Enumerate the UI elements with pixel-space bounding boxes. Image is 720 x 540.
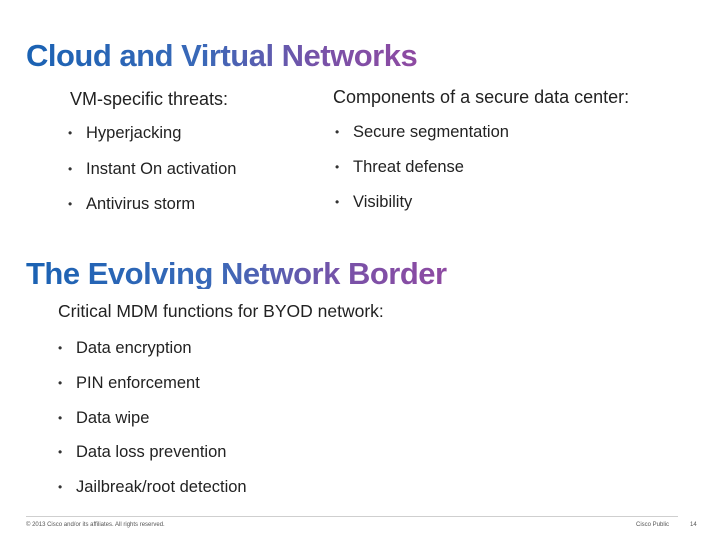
list-item: • Data loss prevention [58,444,247,479]
mdm-functions-list: • Data encryption • PIN enforcement • Data … [58,340,247,514]
list-item: • Threat defense [335,159,509,194]
list-item-text: Secure segmentation [353,123,509,141]
list-item: • Jailbreak/root detection [58,479,247,514]
list-item: • Hyperjacking [68,125,236,161]
secure-datacenter-heading: Components of a secure data center: [333,87,630,107]
bullet-icon: • [58,410,63,425]
slide-title-cloud-virtual-networks: Cloud and Virtual Networks [26,38,418,73]
bullet-icon: • [58,375,63,390]
list-item: • Data wipe [58,408,247,445]
mdm-functions-heading: Critical MDM functions for BYOD network: [58,301,384,321]
list-item: • Antivirus storm [68,196,236,232]
list-item-text: Antivirus storm [86,195,196,213]
footer-divider [26,516,678,517]
list-item-text: PIN enforcement [76,373,200,392]
secure-datacenter-list: • Secure segmentation • Threat defense • Vi… [333,124,509,229]
list-item: • PIN enforcement [58,375,247,410]
vm-threats-heading: VM-specific threats: [70,89,229,109]
footer-copyright: © 2013 Cisco and/or its affiliates. All … [26,522,165,528]
bullet-icon: • [68,197,73,211]
bullet-icon: • [335,195,340,209]
slide-title-evolving-network-border: The Evolving Network Border [26,256,447,291]
list-item-text: Threat defense [353,158,464,176]
secure-datacenter-column: Components of a secure data center: • Sec… [333,87,630,210]
list-item: • Instant On activation [68,159,237,197]
list-item-text: Hyperjacking [86,124,182,142]
bullet-icon: • [335,125,340,139]
bullet-icon: • [58,341,63,355]
footer-classification: Cisco Public [636,522,670,528]
list-item-text: Data loss prevention [76,443,227,462]
list-item-text: Jailbreak/root detection [76,478,247,497]
bullet-icon: • [58,480,63,495]
bullet-icon: • [68,126,73,140]
list-item: • Visibility [335,194,509,229]
bullet-icon: • [58,445,63,460]
mdm-functions-block: Critical MDM functions for BYOD network:… [58,301,384,495]
vm-threats-column: VM-specific threats: • Hyperjacking • Inst… [68,89,236,212]
list-item: • Data encryption [58,340,247,375]
list-item-text: Data encryption [76,339,192,357]
list-item-text: Visibility [353,193,413,211]
bullet-icon: • [68,161,73,176]
vm-threats-list: • Hyperjacking • Instant On activation • An… [68,125,237,232]
page-number: 14 [690,522,697,528]
list-item-text: Instant On activation [86,159,237,178]
list-item: • Secure segmentation [335,124,509,159]
list-item-text: Data wipe [76,408,150,427]
bullet-icon: • [335,160,340,174]
